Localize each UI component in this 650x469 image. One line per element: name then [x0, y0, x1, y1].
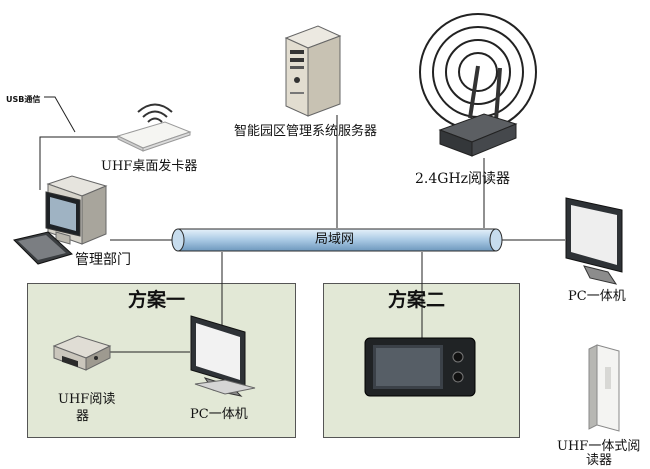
- all-in-one-pc-icon: [185, 310, 260, 400]
- all-in-one-pc-icon: [558, 192, 633, 287]
- uhf-reader-label-line2: 器: [76, 409, 90, 424]
- usb-label: USB通信: [6, 95, 41, 104]
- scheme-1-title: 方案一: [128, 289, 186, 311]
- mgmt-label: 管理部门: [75, 252, 131, 268]
- wireless-router-icon: [412, 6, 537, 166]
- usb-label-pointer: [44, 96, 76, 133]
- desk-reader-label: UHF桌面发卡器: [101, 159, 198, 174]
- uhf-reader-icon: [50, 332, 115, 374]
- pc1-label: PC一体机: [190, 407, 248, 422]
- uhf-reader-label-line1: UHF阅读: [58, 392, 116, 407]
- usb-cable-line: [39, 136, 118, 190]
- scheme-2-title: 方案二: [388, 289, 446, 311]
- pc-right-label: PC一体机: [568, 289, 626, 304]
- lan-pipe: [171, 228, 503, 252]
- integrated-reader-label-line2: 读器: [586, 453, 613, 468]
- server-label: 智能园区管理系统服务器: [234, 124, 378, 139]
- integrated-reader-label-line1: UHF一体式阅: [557, 439, 641, 454]
- wifi-reader-label: 2.4GHz阅读器: [415, 171, 511, 187]
- server-tower-icon: [278, 20, 348, 120]
- lan-label: 局域网: [315, 232, 355, 247]
- card-issuer-icon: [110, 92, 195, 152]
- integrated-reader-icon: [585, 343, 630, 433]
- handheld-terminal-icon: [364, 337, 476, 397]
- desktop-computer-icon: [10, 170, 115, 270]
